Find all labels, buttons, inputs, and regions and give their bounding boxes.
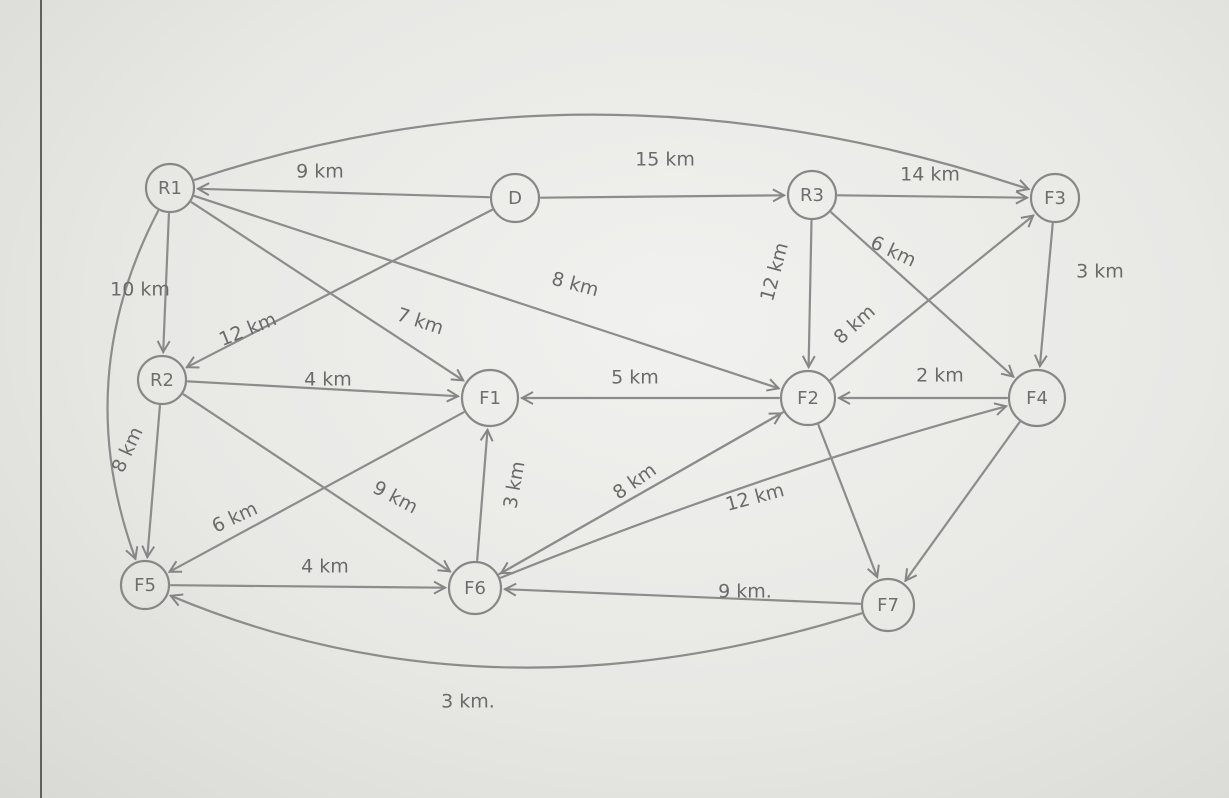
edge-r3-f2 — [809, 219, 812, 367]
node-circle-f4 — [1007, 368, 1067, 428]
node-f1: F1 — [460, 368, 520, 428]
node-circle-f5 — [119, 559, 171, 611]
node-label-r1: R1 — [158, 178, 182, 199]
edge-r1-f5 — [106, 210, 160, 559]
node-circle-r2 — [136, 354, 188, 406]
edge-label-f6-f1: 3 km — [500, 460, 530, 511]
edge-d-r1 — [198, 189, 491, 199]
edge-label-r1-f1: 7 km — [394, 304, 446, 340]
edge-label-f3-f4: 3 km — [1076, 261, 1124, 283]
node-circle-f6 — [447, 560, 503, 616]
edge-f6-f4 — [499, 406, 1006, 579]
node-label-f7: F7 — [877, 595, 899, 616]
edge-d-r2 — [187, 208, 493, 367]
edge-r3-f4 — [830, 211, 1013, 376]
edge-label-d-r1: 9 km — [296, 161, 344, 183]
edge-label-f2-f1: 5 km — [611, 367, 659, 389]
node-circle-d — [489, 172, 541, 224]
edge-label-r2-f1: 4 km — [304, 369, 352, 391]
node-circle-f7 — [860, 577, 916, 633]
edge-label-d-r3: 15 km — [635, 149, 695, 171]
node-label-f6: F6 — [464, 578, 486, 599]
node-label-f1: F1 — [479, 388, 501, 409]
edge-r1-r2 — [163, 212, 169, 352]
edge-f2-f3 — [829, 216, 1034, 381]
node-r1: R1 — [144, 162, 196, 214]
edge-f4-f7 — [906, 421, 1021, 580]
edge-f5-f6 — [169, 585, 445, 588]
edge-label-f5-f6: 4 km — [301, 556, 349, 578]
node-label-f4: F4 — [1026, 388, 1048, 409]
edge-label-f6-f4: 12 km — [723, 479, 786, 516]
edge-label-d-r2: 12 km — [216, 308, 280, 351]
edge-f2-f7 — [817, 424, 878, 577]
edge-f1-f5 — [170, 411, 465, 573]
edge-label-f1-f5: 6 km — [209, 498, 261, 538]
node-label-f2: F2 — [797, 388, 819, 409]
node-f6: F6 — [447, 560, 503, 616]
node-circle-r1 — [144, 162, 196, 214]
edge-label-r3-f3: 14 km — [900, 164, 960, 186]
edge-label-f7-f6: 9 km. — [718, 581, 772, 603]
edge-label-f4-f2: 2 km — [916, 365, 964, 387]
node-circle-f1 — [460, 368, 520, 428]
edge-f7-f6 — [505, 589, 862, 605]
node-label-r2: R2 — [150, 370, 174, 391]
node-f3: F3 — [1029, 172, 1081, 224]
edge-f7-f5 — [171, 596, 863, 669]
edge-r1-f3 — [193, 113, 1029, 189]
edge-r1-f2 — [193, 195, 779, 388]
edge-r2-f5 — [147, 404, 161, 557]
node-f4: F4 — [1007, 368, 1067, 428]
edge-f3-f4 — [1040, 222, 1054, 366]
edge-r2-f6 — [182, 393, 450, 571]
edge-d-r3 — [539, 195, 784, 197]
edge-f6-f1 — [476, 430, 487, 562]
node-d: D — [489, 172, 541, 224]
edge-r2-f1 — [186, 380, 458, 396]
edge-label-r1-f2: 8 km — [549, 268, 601, 302]
edge-label-f7-f5: 3 km. — [441, 691, 495, 713]
node-label-f3: F3 — [1044, 188, 1066, 209]
edge-label-r2-f6: 9 km — [369, 477, 421, 519]
edge-r3-f3 — [836, 195, 1027, 197]
node-f7: F7 — [860, 577, 916, 633]
node-r2: R2 — [136, 354, 188, 406]
node-circle-f2 — [779, 369, 837, 427]
node-f5: F5 — [119, 559, 171, 611]
edge-f2-f6 — [501, 411, 784, 575]
edge-label-f2-f3: 8 km — [830, 301, 880, 349]
edge-label-r3-f4: 6 km — [867, 232, 919, 272]
node-r3: R3 — [786, 169, 838, 221]
node-label-d: D — [508, 188, 522, 209]
edge-label-r1-r2: 10 km — [110, 279, 170, 301]
edge-label-r2-f5: 8 km — [108, 424, 148, 476]
edge-r1-f1 — [190, 201, 464, 380]
node-circle-f3 — [1029, 172, 1081, 224]
edge-layer — [106, 113, 1054, 669]
node-label-f5: F5 — [134, 575, 156, 596]
node-label-r3: R3 — [800, 185, 824, 206]
node-f2: F2 — [779, 369, 837, 427]
margin-line — [40, 0, 42, 798]
edge-label-r3-f2: 12 km — [756, 240, 793, 303]
node-circle-r3 — [786, 169, 838, 221]
